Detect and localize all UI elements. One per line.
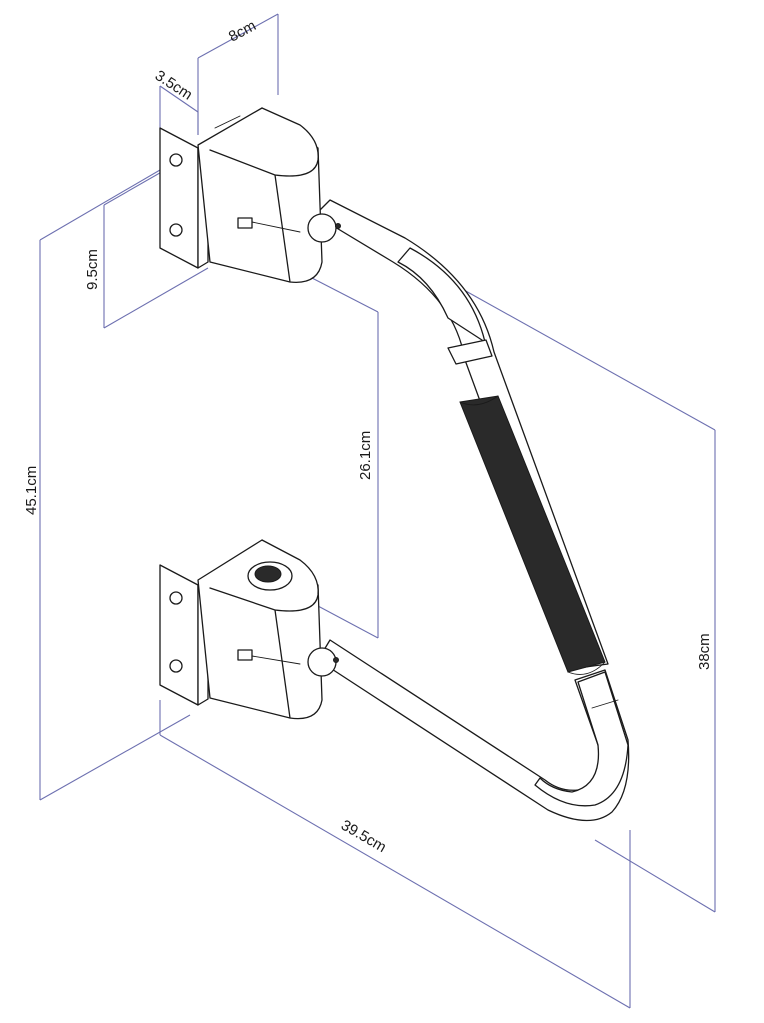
upper-arm-tube <box>314 199 609 675</box>
dimension-lines <box>39 13 716 1009</box>
label-26-1cm: 26.1cm <box>357 431 374 480</box>
label-38cm: 38cm <box>696 633 713 670</box>
label-3-5cm: 3.5cm <box>152 67 196 104</box>
label-45-1cm: 45.1cm <box>23 466 40 515</box>
upper-hinge <box>159 107 341 283</box>
label-9-5cm: 9.5cm <box>84 249 101 290</box>
lower-hinge <box>159 539 339 720</box>
label-8cm: 8cm <box>226 17 259 45</box>
lower-arm-tube <box>317 639 630 822</box>
label-39-5cm: 39.5cm <box>338 817 389 856</box>
